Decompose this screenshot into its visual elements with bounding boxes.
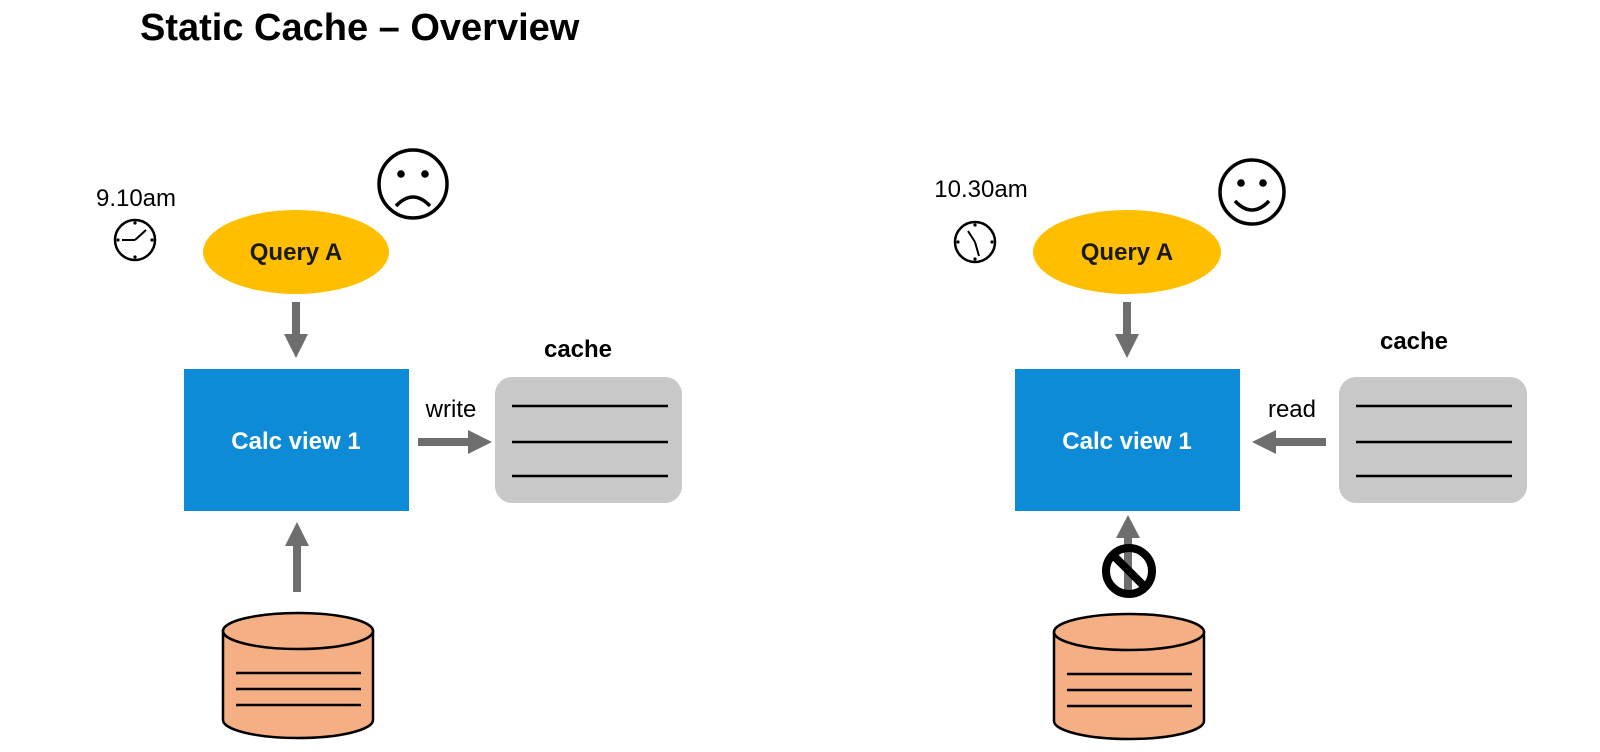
arrow-up — [285, 522, 309, 592]
query-ellipse — [1033, 210, 1221, 294]
right-time-label: 10.30am — [934, 176, 1027, 203]
sad-face-icon — [377, 148, 449, 220]
left-time-label: 9.10am — [96, 185, 176, 212]
query-ellipse — [203, 210, 389, 294]
query-node: Query A — [203, 210, 389, 294]
edge-label-write: write — [425, 396, 477, 423]
calc-view-box — [1015, 369, 1240, 511]
no-entry-icon — [1102, 544, 1156, 598]
cache-label: cache — [544, 336, 612, 363]
calc-view-label: Calc view 1 — [231, 428, 360, 455]
cache-store — [1339, 377, 1527, 503]
calc-view-node: Calc view 1 — [184, 369, 409, 511]
calc-view-label: Calc view 1 — [1062, 428, 1191, 455]
edge-label-read: read — [1268, 396, 1316, 423]
query-label: Query A — [1081, 239, 1173, 266]
clock-icon — [953, 220, 997, 264]
query-label: Query A — [250, 239, 342, 266]
cache-store — [495, 377, 682, 503]
page-title: Static Cache – Overview — [140, 7, 580, 49]
cache-label: cache — [1380, 328, 1448, 355]
clock-icon — [113, 218, 157, 262]
calc-view-box — [184, 369, 409, 511]
database-icon — [1052, 612, 1206, 741]
happy-face-icon — [1218, 158, 1286, 226]
right-scenario: 10.30am Query A Calc view 1 — [934, 158, 1527, 741]
database-icon — [221, 611, 375, 740]
arrow-right — [418, 430, 492, 454]
calc-view-node: Calc view 1 — [1015, 369, 1240, 511]
query-node: Query A — [1033, 210, 1221, 294]
arrow-down — [1115, 302, 1139, 358]
left-scenario: 9.10am Query A Calc view 1 — [96, 148, 682, 740]
arrow-down — [284, 302, 308, 358]
arrow-left — [1252, 430, 1326, 454]
